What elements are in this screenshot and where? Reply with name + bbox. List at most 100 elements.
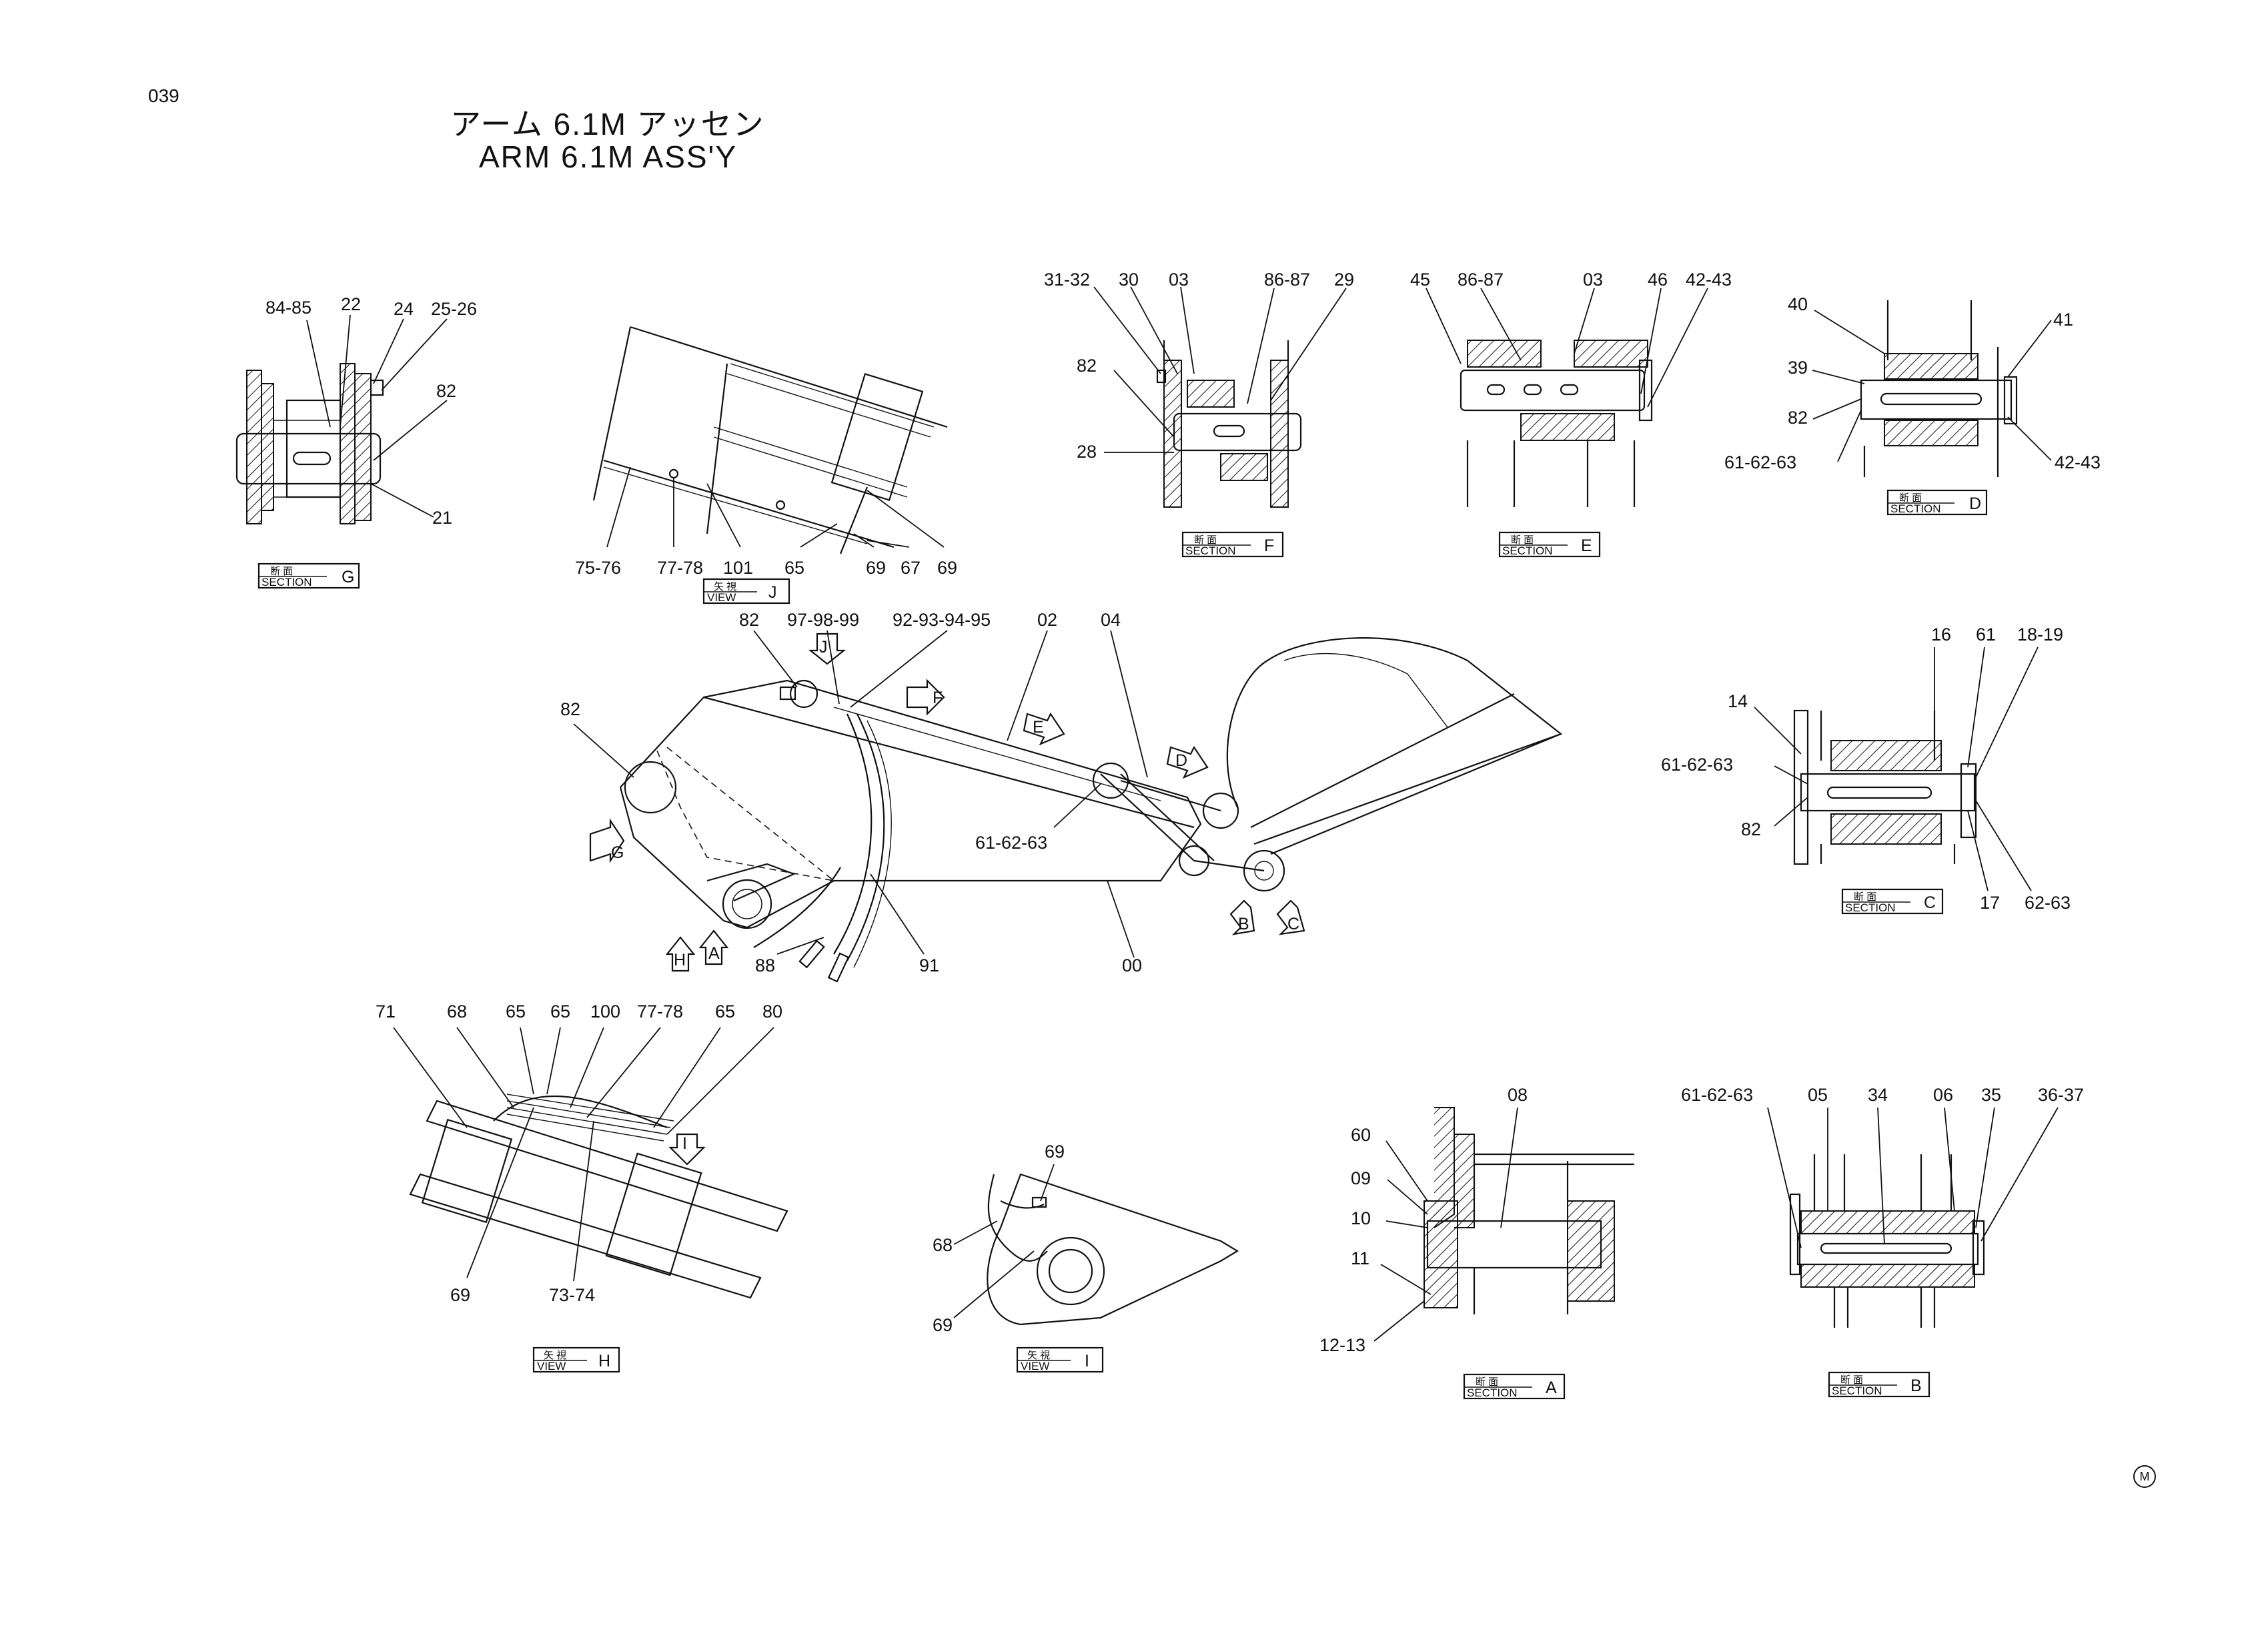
label-a-60: 60 bbox=[1351, 1125, 1371, 1145]
label-a-08: 08 bbox=[1508, 1085, 1528, 1105]
caption-g-jp: 断 面 bbox=[270, 566, 293, 577]
caption-e-en: SECTION bbox=[1502, 544, 1553, 557]
arrow-c: C bbox=[1287, 915, 1299, 933]
label-main-92-93-94-95: 92-93-94-95 bbox=[893, 610, 991, 630]
label-a-11: 11 bbox=[1351, 1248, 1369, 1268]
caption-h-jp: 矢 視 bbox=[544, 1350, 566, 1361]
label-main-82-top: 82 bbox=[739, 610, 759, 630]
label-j-77-78: 77-78 bbox=[657, 558, 703, 578]
title-japanese: アーム 6.1M アッセン bbox=[450, 107, 765, 141]
label-d-40: 40 bbox=[1788, 294, 1808, 314]
label-e-86-87: 86-87 bbox=[1458, 270, 1504, 290]
section-b-leaders bbox=[1767, 1107, 2059, 1248]
caption-d-key: D bbox=[1969, 494, 1981, 513]
caption-section-g: 断 面 SECTION G bbox=[257, 562, 360, 589]
section-a-drawing bbox=[1424, 1107, 1634, 1314]
label-main-97-98-99: 97-98-99 bbox=[787, 610, 859, 630]
label-f-29: 29 bbox=[1334, 270, 1354, 290]
label-main-02: 02 bbox=[1037, 610, 1057, 630]
label-e-46: 46 bbox=[1648, 270, 1668, 290]
arrow-i: I bbox=[682, 1134, 687, 1153]
caption-c-en: SECTION bbox=[1845, 901, 1896, 914]
section-g-leaders bbox=[306, 314, 448, 518]
caption-section-b: 断 面 SECTION B bbox=[1828, 1371, 1930, 1398]
label-c-82: 82 bbox=[1741, 819, 1761, 839]
label-c-62-63: 62-63 bbox=[2025, 893, 2071, 913]
label-g-82: 82 bbox=[436, 381, 456, 401]
caption-h-en: VIEW bbox=[537, 1360, 566, 1372]
label-h-77-78: 77-78 bbox=[637, 1001, 683, 1022]
caption-j-en: VIEW bbox=[707, 591, 736, 604]
page-number: 039 bbox=[148, 85, 179, 106]
title-english: ARM 6.1M ASS'Y bbox=[479, 139, 738, 174]
label-b-06: 06 bbox=[1933, 1085, 1953, 1105]
caption-h-key: H bbox=[598, 1352, 610, 1370]
label-e-03: 03 bbox=[1583, 270, 1603, 290]
section-d-drawing bbox=[1860, 300, 2018, 477]
label-main-91: 91 bbox=[919, 955, 939, 975]
label-e-42-43: 42-43 bbox=[1686, 270, 1732, 290]
caption-b-en: SECTION bbox=[1832, 1384, 1882, 1397]
arrow-j: J bbox=[819, 638, 828, 657]
label-j-101: 101 bbox=[723, 558, 753, 578]
label-h-100: 100 bbox=[590, 1001, 620, 1022]
label-main-82-left: 82 bbox=[560, 699, 580, 719]
view-j-leaders bbox=[606, 466, 945, 548]
section-b-drawing bbox=[1789, 1154, 1985, 1328]
label-b-34: 34 bbox=[1868, 1085, 1888, 1105]
caption-i-jp: 矢 視 bbox=[1027, 1350, 1050, 1361]
section-c-leaders bbox=[1754, 647, 2039, 891]
label-h-65-c: 65 bbox=[715, 1001, 735, 1022]
section-f-drawing bbox=[1156, 340, 1302, 508]
view-i-drawing bbox=[987, 1173, 1239, 1326]
label-h-71: 71 bbox=[376, 1001, 396, 1022]
label-i-69-bottom: 69 bbox=[933, 1315, 953, 1335]
label-h-68: 68 bbox=[447, 1001, 467, 1022]
caption-view-i: 矢 視 VIEW I bbox=[1016, 1346, 1104, 1373]
corner-mark: M bbox=[2133, 1465, 2156, 1488]
label-h-65-a: 65 bbox=[506, 1001, 526, 1022]
label-h-80: 80 bbox=[762, 1001, 782, 1022]
view-i-leaders bbox=[953, 1164, 1055, 1318]
label-f-30: 30 bbox=[1119, 270, 1139, 290]
caption-d-jp: 断 面 bbox=[1899, 492, 1922, 504]
label-d-41: 41 bbox=[2053, 310, 2073, 330]
arrow-g: G bbox=[611, 843, 624, 862]
label-a-09: 09 bbox=[1351, 1168, 1371, 1188]
arrow-f: F bbox=[933, 689, 943, 707]
label-d-39: 39 bbox=[1788, 358, 1808, 378]
view-h-leaders bbox=[393, 1027, 774, 1282]
label-e-45: 45 bbox=[1410, 270, 1430, 290]
label-h-69: 69 bbox=[450, 1285, 470, 1305]
label-main-04: 04 bbox=[1101, 610, 1121, 630]
section-e-drawing bbox=[1460, 340, 1653, 507]
label-f-82: 82 bbox=[1077, 356, 1097, 376]
caption-f-jp: 断 面 bbox=[1194, 534, 1217, 546]
label-h-65-b: 65 bbox=[550, 1001, 570, 1022]
caption-section-c: 断 面 SECTION C bbox=[1841, 888, 1944, 915]
caption-a-jp: 断 面 bbox=[1476, 1376, 1498, 1388]
view-j-drawing bbox=[592, 326, 948, 554]
caption-c-key: C bbox=[1924, 893, 1936, 912]
label-i-69-top: 69 bbox=[1045, 1142, 1065, 1162]
caption-b-key: B bbox=[1910, 1376, 1922, 1395]
label-g-25-26: 25-26 bbox=[431, 299, 477, 319]
caption-f-key: F bbox=[1264, 536, 1274, 555]
section-d-leaders bbox=[1812, 310, 2052, 462]
label-f-86-87: 86-87 bbox=[1264, 270, 1310, 290]
caption-a-en: SECTION bbox=[1467, 1386, 1518, 1399]
label-g-21: 21 bbox=[432, 508, 452, 528]
caption-a-key: A bbox=[1546, 1378, 1557, 1397]
label-f-31-32: 31-32 bbox=[1044, 270, 1090, 290]
label-c-17: 17 bbox=[1980, 893, 2000, 913]
label-g-22: 22 bbox=[341, 294, 361, 314]
arm-arrow-labels: J F E D G H A B C bbox=[611, 638, 1299, 969]
label-b-35: 35 bbox=[1981, 1085, 2001, 1105]
label-i-68: 68 bbox=[933, 1235, 953, 1255]
label-b-05: 05 bbox=[1808, 1085, 1828, 1105]
label-c-61: 61 bbox=[1976, 625, 1996, 645]
arrow-d: D bbox=[1175, 751, 1187, 770]
caption-d-en: SECTION bbox=[1890, 502, 1941, 515]
caption-i-en: VIEW bbox=[1021, 1360, 1049, 1372]
